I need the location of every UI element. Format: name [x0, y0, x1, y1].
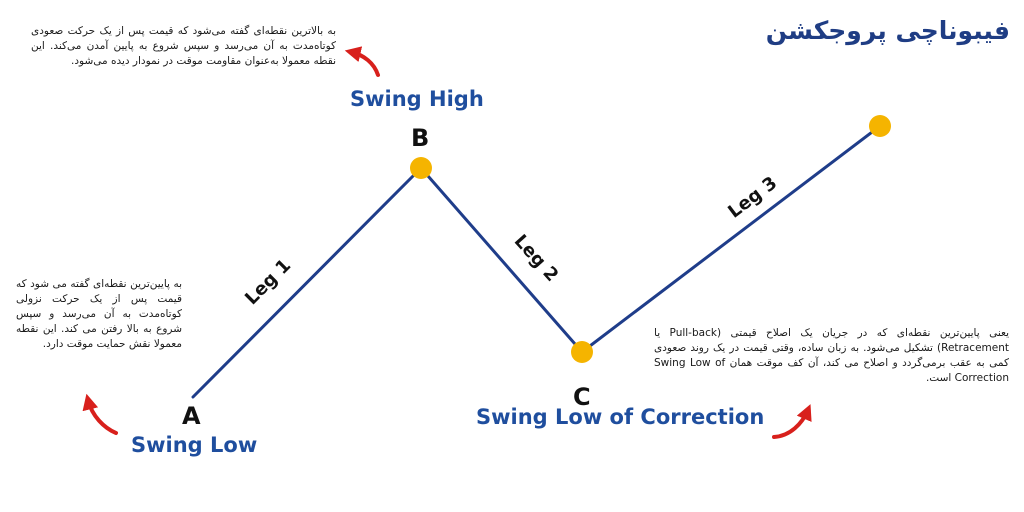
point-b-marker	[410, 157, 432, 179]
point-c-marker	[571, 341, 593, 363]
page-title: فیبوناچی پروجکشن	[765, 16, 1010, 45]
leg-3-end-marker	[869, 115, 891, 137]
swing-low-correction-description: یعنی پایین‌ترین نقطه‌ای که در جریان یک ا…	[654, 327, 1009, 384]
point-c-label: C	[573, 383, 591, 411]
point-a-label: A	[182, 402, 201, 430]
swing-low-label: Swing Low	[131, 433, 258, 457]
leg-3-label: Leg 3	[724, 173, 781, 223]
leg-2-line	[419, 166, 584, 354]
swing-high-label: Swing High	[350, 87, 484, 111]
swing-low-correction-label: Swing Low of Correction	[476, 405, 765, 429]
point-b-label: B	[411, 124, 430, 152]
swing-low-description: به پایین‌ترین نقطه‌ای گفته می شود که قیم…	[16, 278, 182, 350]
swing-high-arrow-icon	[344, 46, 380, 77]
swing-low-correction-arrow-icon	[772, 404, 812, 439]
swing-low-arrow-icon	[82, 393, 118, 435]
swing-high-description: به بالاترین نقطه‌ای گفته می‌شود که قیمت …	[31, 25, 336, 67]
leg-3-line	[580, 124, 882, 354]
leg-1-line	[191, 166, 423, 399]
